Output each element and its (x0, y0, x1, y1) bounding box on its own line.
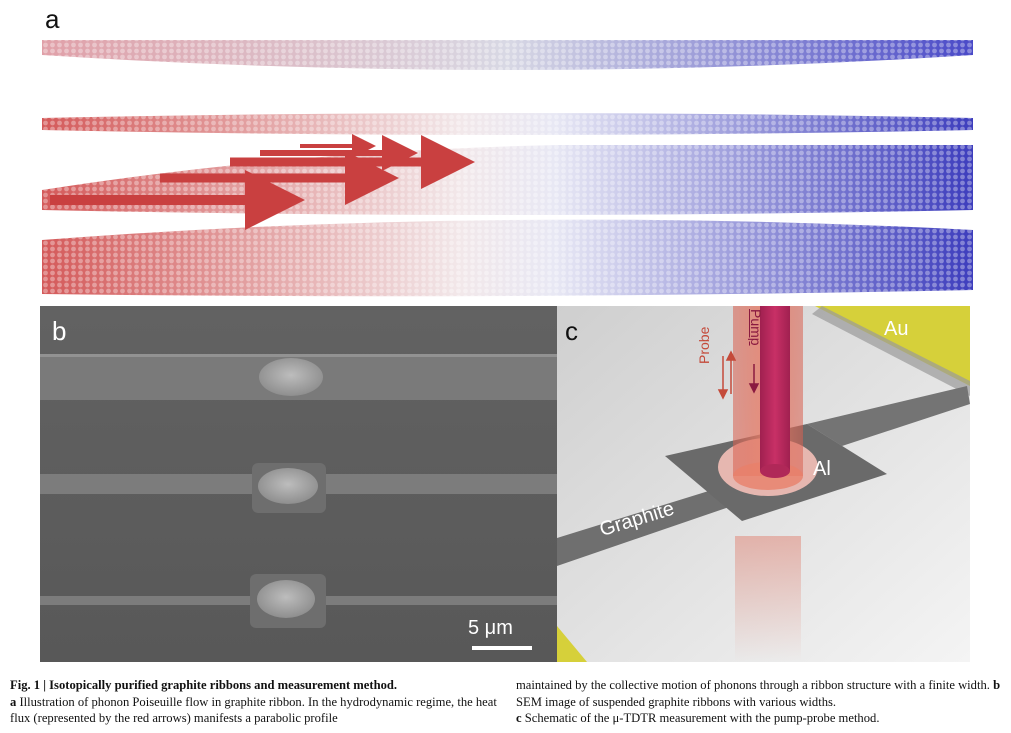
scale-bar (472, 646, 532, 650)
caption-b-letter: b (993, 678, 1000, 692)
al-label: Al (813, 458, 831, 481)
panel-b-sem-image: b 5 μm (40, 306, 557, 662)
scale-bar-label: 5 μm (468, 617, 513, 640)
pump-label: Pump (748, 309, 764, 346)
graphite-layers-illustration (0, 0, 1011, 302)
caption-title: Fig. 1 | Isotopically purified graphite … (10, 678, 397, 692)
caption-right-column: maintained by the collective motion of p… (516, 677, 1006, 727)
au-label: Au (884, 318, 908, 341)
sem-ribbon-wide (40, 354, 557, 400)
graphene-layer-2 (42, 113, 973, 135)
pump-beam (760, 306, 790, 471)
panel-c-schematic: c Probe Pump Au Al Graphite (557, 306, 970, 662)
caption-a-text: Illustration of phonon Poiseuille flow i… (10, 695, 497, 726)
panel-a-label: a (45, 6, 59, 32)
caption-a-text-cont: maintained by the collective motion of p… (516, 678, 990, 692)
caption-left-column: Fig. 1 | Isotopically purified graphite … (10, 677, 505, 727)
caption-c-text: Schematic of the μ-TDTR measurement with… (522, 711, 880, 725)
graphene-layer-1 (42, 40, 973, 70)
panel-b-label: b (52, 318, 66, 344)
graphene-layer-4 (42, 220, 973, 297)
sem-ribbons-image (40, 306, 557, 662)
panel-a-illustration: a (0, 0, 1011, 302)
tdtr-schematic (557, 306, 970, 662)
caption-b-text: SEM image of suspended graphite ribbons … (516, 695, 836, 709)
probe-label: Probe (696, 327, 712, 364)
panel-c-label: c (565, 318, 578, 344)
